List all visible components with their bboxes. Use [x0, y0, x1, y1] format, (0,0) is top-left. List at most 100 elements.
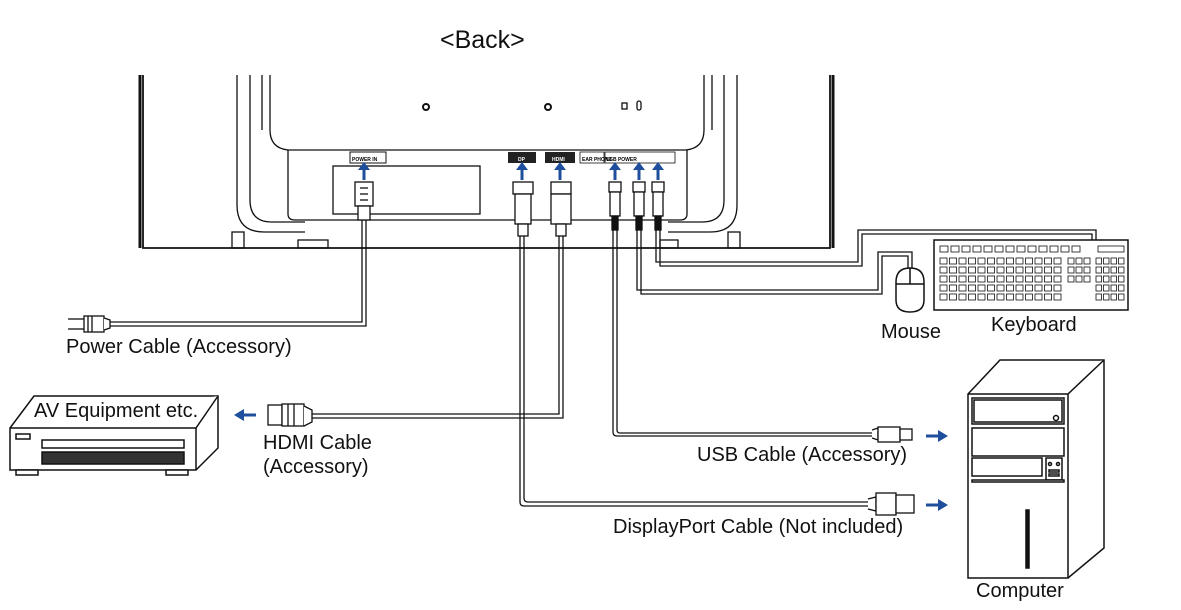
keyboard-key: [1118, 293, 1125, 301]
keyboard-key: [958, 266, 967, 274]
keyboard-key: [1034, 293, 1043, 301]
keyboard-key: [1015, 275, 1024, 283]
keyboard-key: [1006, 257, 1014, 265]
keyboard-key: [939, 245, 949, 253]
keyboard-key: [996, 266, 1005, 274]
keyboard-key: [1006, 284, 1014, 292]
keyboard-key: [1060, 245, 1070, 253]
keyboard-key: [1053, 266, 1062, 274]
port-dp: DP: [518, 157, 526, 163]
keyboard-key: [994, 245, 1004, 253]
keyboard-key: [987, 266, 995, 274]
keyboard-key: [1015, 293, 1024, 301]
keyboard-key: [996, 257, 1005, 265]
keyboard-key: [1103, 284, 1110, 292]
keyboard-key: [1118, 257, 1125, 265]
power-plug: [68, 315, 111, 333]
arrow-up-icon: [554, 162, 566, 180]
port-earphone: EAR PHONE: [582, 157, 612, 163]
port-usb-power: USB POWER: [606, 157, 637, 163]
keyboard-key: [977, 257, 986, 265]
keyboard-label: Keyboard: [991, 314, 1077, 336]
keyboard-key: [958, 293, 967, 301]
keyboard-key: [1083, 257, 1091, 265]
arrow-up-icon: [609, 162, 621, 180]
hdmi-cable-label: HDMI Cable: [263, 432, 372, 454]
power-cable-label: Power Cable (Accessory): [66, 336, 292, 358]
keyboard-key: [977, 293, 986, 301]
keyboard-key: [949, 293, 957, 301]
port-hdmi: HDMI: [552, 157, 565, 163]
usb-cable: [612, 230, 872, 437]
keyboard-key: [1097, 245, 1125, 253]
arrow-up-icon: [358, 162, 370, 180]
port-arrows: [358, 162, 664, 180]
keyboard-key: [968, 275, 976, 283]
keyboard-key: [996, 284, 1005, 292]
keyboard-key: [1095, 275, 1102, 283]
keyboard-key: [1044, 266, 1052, 274]
keyboard-key: [1025, 284, 1033, 292]
keyboard-key: [1067, 266, 1075, 274]
keyboard-key: [1025, 257, 1033, 265]
keyboard-key: [968, 266, 976, 274]
keyboard-key: [977, 266, 986, 274]
keyboard-key: [1034, 284, 1043, 292]
keyboard-key: [1049, 245, 1059, 253]
keyboard-key: [1044, 293, 1052, 301]
keyboard-key: [1006, 275, 1014, 283]
mouse-label: Mouse: [881, 321, 942, 343]
displayport-cable-label: DisplayPort Cable (Not included): [613, 516, 904, 538]
keyboard-key: [987, 275, 995, 283]
keyboard-key: [958, 257, 967, 265]
keyboard-key: [1103, 266, 1110, 274]
keyboard-key: [1044, 257, 1052, 265]
plugged-connectors: [354, 181, 665, 237]
keyboard-key: [977, 284, 986, 292]
keyboard-key: [958, 284, 967, 292]
hdmi-plug: [267, 403, 313, 427]
keyboard-key: [972, 245, 982, 253]
keyboard-key: [1034, 266, 1043, 274]
arrow-up-icon: [516, 162, 528, 180]
keyboard-key: [1110, 293, 1117, 301]
keyboard-key: [1006, 293, 1014, 301]
keyboard-key: [1103, 257, 1110, 265]
keyboard-key: [1095, 257, 1102, 265]
hdmi-cable-sublabel: (Accessory): [263, 456, 369, 478]
keyboard-icon: [933, 239, 1129, 311]
keyboard-key: [996, 275, 1005, 283]
keyboard-key: [949, 257, 957, 265]
keyboard-key: [1053, 275, 1062, 283]
mouse-cable: [636, 230, 913, 291]
keyboard-key: [961, 245, 971, 253]
keyboard-key: [939, 293, 948, 301]
keyboard-key: [987, 284, 995, 292]
keyboard-key: [968, 293, 976, 301]
monitor-back: [138, 75, 835, 249]
keyboard-key: [1005, 245, 1015, 253]
keyboard-key: [1006, 266, 1014, 274]
computer-icon: [967, 359, 1105, 579]
keyboard-key: [1095, 293, 1102, 301]
computer-label: Computer: [976, 580, 1064, 602]
keyboard-key: [983, 245, 993, 253]
keyboard-key: [987, 257, 995, 265]
keyboard-key: [939, 275, 948, 283]
power-cable: [110, 220, 363, 323]
keyboard-key: [1015, 284, 1024, 292]
keyboard-key: [968, 284, 976, 292]
keyboard-key: [977, 275, 986, 283]
keyboard-key: [958, 275, 967, 283]
keyboard-key: [987, 293, 995, 301]
keyboard-key: [1053, 257, 1062, 265]
keyboard-key: [1110, 275, 1117, 283]
keyboard-key: [949, 284, 957, 292]
keyboard-key: [1067, 275, 1075, 283]
keyboard-key: [1025, 275, 1033, 283]
keyboard-key: [1075, 257, 1083, 265]
arrow-left-icon: [234, 409, 256, 421]
keyboard-key: [996, 293, 1005, 301]
keyboard-key: [1110, 284, 1117, 292]
